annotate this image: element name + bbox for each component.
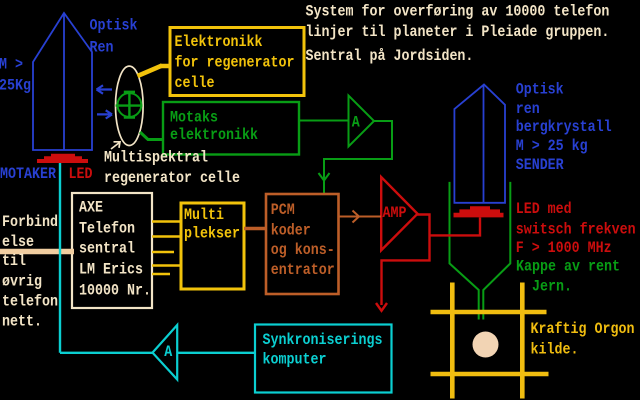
- svg-text:regenerator celle: regenerator celle: [104, 170, 240, 187]
- svg-text:entrator: entrator: [271, 262, 335, 279]
- svg-text:25Kg: 25Kg: [0, 78, 31, 95]
- svg-text:AMP: AMP: [383, 205, 407, 222]
- svg-text:komputer: komputer: [263, 352, 327, 369]
- svg-text:A: A: [352, 115, 360, 132]
- svg-text:til: til: [2, 253, 26, 270]
- svg-text:for regenerator: for regenerator: [175, 55, 295, 72]
- svg-text:Elektronikk: Elektronikk: [175, 34, 263, 51]
- svg-text:elektronikk: elektronikk: [170, 127, 258, 144]
- svg-text:celle: celle: [175, 75, 215, 92]
- svg-text:Synkroniserings: Synkroniserings: [263, 332, 383, 349]
- svg-text:LM Erics: LM Erics: [79, 262, 143, 279]
- svg-text:Forbind: Forbind: [2, 214, 58, 231]
- svg-text:Jern.: Jern.: [532, 279, 572, 296]
- svg-text:koder: koder: [271, 223, 311, 240]
- svg-text:AXE: AXE: [79, 200, 103, 217]
- svg-text:plekser: plekser: [184, 226, 240, 243]
- svg-text:sentral: sentral: [79, 241, 135, 258]
- svg-text:nett.: nett.: [2, 314, 42, 331]
- svg-text:switsch frekven: switsch frekven: [516, 222, 636, 239]
- svg-text:telefon: telefon: [2, 294, 58, 311]
- svg-text:M >: M >: [0, 57, 23, 74]
- svg-text:Kappe av rent: Kappe av rent: [516, 259, 620, 276]
- svg-text:SENDER: SENDER: [516, 157, 564, 174]
- svg-text:PCM: PCM: [271, 202, 295, 219]
- svg-text:Telefon: Telefon: [79, 221, 135, 238]
- svg-text:Optisk: Optisk: [90, 18, 138, 35]
- svg-text:F > 1000 MHz: F > 1000 MHz: [516, 240, 612, 257]
- svg-text:M > 25 kg: M > 25 kg: [516, 138, 588, 155]
- svg-text:A: A: [164, 344, 172, 361]
- svg-text:LED med: LED med: [516, 201, 572, 218]
- svg-text:System for overføring av 10000: System for overføring av 10000 telefon: [306, 4, 610, 21]
- svg-text:øvrig: øvrig: [2, 274, 42, 291]
- svg-text:og kons-: og kons-: [271, 242, 335, 259]
- svg-text:Optisk: Optisk: [516, 82, 564, 99]
- svg-text:LED: LED: [69, 166, 93, 183]
- svg-text:Motaks: Motaks: [170, 110, 218, 127]
- svg-text:ren: ren: [516, 101, 540, 118]
- svg-text:Multi: Multi: [184, 207, 224, 224]
- svg-text:MOTAKER: MOTAKER: [0, 166, 56, 183]
- svg-text:Sentral på Jordsiden.: Sentral på Jordsiden.: [306, 48, 474, 65]
- svg-text:Multispektral: Multispektral: [104, 150, 208, 167]
- svg-text:Ren: Ren: [90, 40, 114, 57]
- svg-text:bergkrystall: bergkrystall: [516, 119, 612, 136]
- svg-text:kilde.: kilde.: [531, 341, 579, 358]
- svg-text:10000 Nr.: 10000 Nr.: [79, 283, 151, 300]
- svg-text:else: else: [2, 234, 34, 251]
- svg-text:Kraftig Orgon: Kraftig Orgon: [531, 321, 635, 338]
- svg-text:linjer til planeter i Pleiade: linjer til planeter i Pleiade gruppen.: [306, 24, 610, 41]
